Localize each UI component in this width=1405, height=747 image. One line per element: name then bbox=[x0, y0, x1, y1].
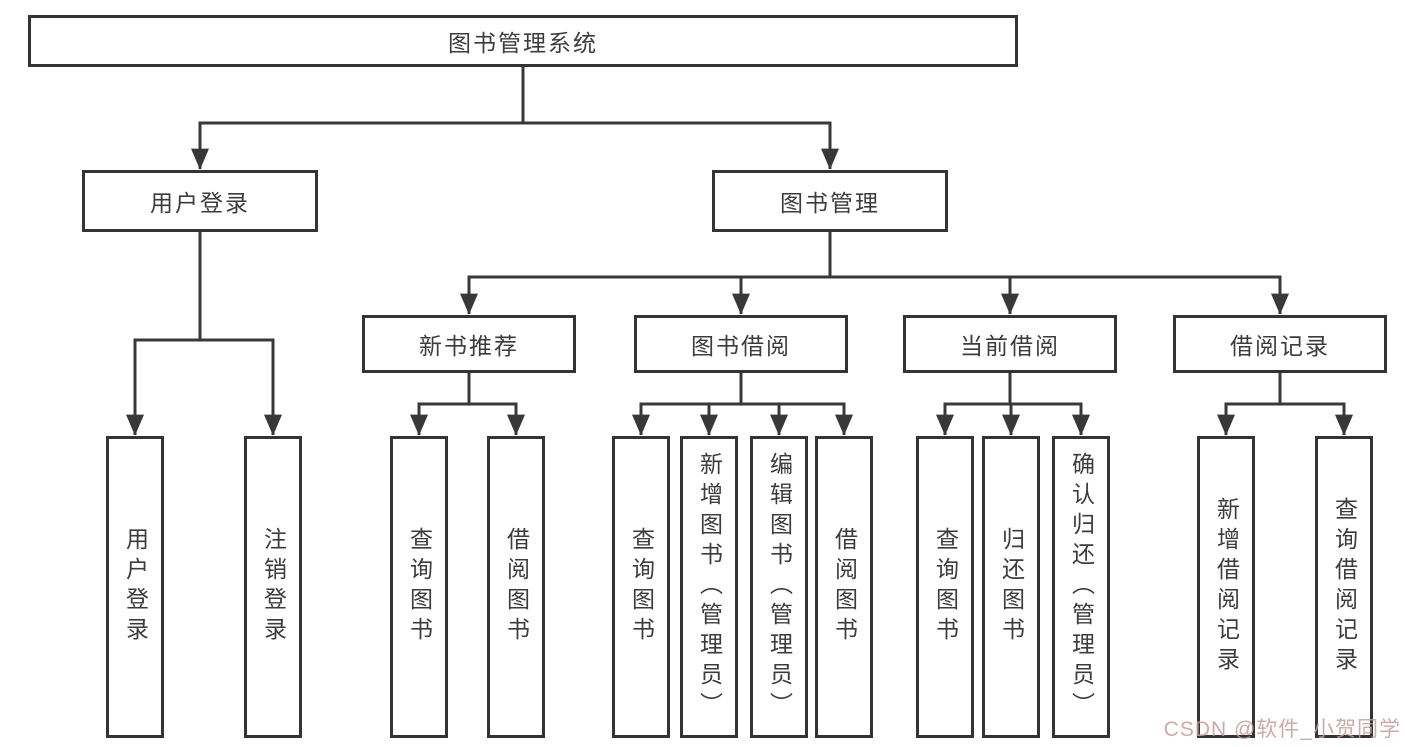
node-current-borrowing: 当前借阅 bbox=[903, 315, 1117, 373]
node-borrow-records: 借阅记录 bbox=[1173, 315, 1387, 373]
node-book-borrowing: 图书借阅 bbox=[634, 315, 848, 373]
leaf-edit-books-admin: 编辑图书（管理员） bbox=[750, 436, 808, 738]
leaf-add-borrow-record: 新增借阅记录 bbox=[1197, 436, 1255, 738]
leaf-query-books-current: 查询图书 bbox=[916, 436, 974, 738]
leaf-borrow-books-recommend: 借阅图书 bbox=[487, 436, 545, 738]
leaf-user-login: 用户登录 bbox=[106, 436, 164, 738]
leaf-borrow-books: 借阅图书 bbox=[815, 436, 873, 738]
leaf-confirm-return-admin: 确认归还（管理员） bbox=[1052, 436, 1110, 738]
node-library-system: 图书管理系统 bbox=[28, 15, 1018, 67]
node-book-management: 图书管理 bbox=[712, 170, 948, 232]
node-new-book-recommend: 新书推荐 bbox=[362, 315, 576, 373]
leaf-query-books-recommend: 查询图书 bbox=[390, 436, 448, 738]
node-user-login: 用户登录 bbox=[82, 170, 318, 232]
leaf-add-books-admin: 新增图书（管理员） bbox=[680, 436, 738, 738]
leaf-query-books: 查询图书 bbox=[612, 436, 670, 738]
leaf-logout: 注销登录 bbox=[244, 436, 302, 738]
csdn-watermark: CSDN @软件_小贺同学 bbox=[1163, 718, 1401, 741]
leaf-return-books: 归还图书 bbox=[982, 436, 1040, 738]
leaf-query-borrow-record: 查询借阅记录 bbox=[1315, 436, 1373, 738]
